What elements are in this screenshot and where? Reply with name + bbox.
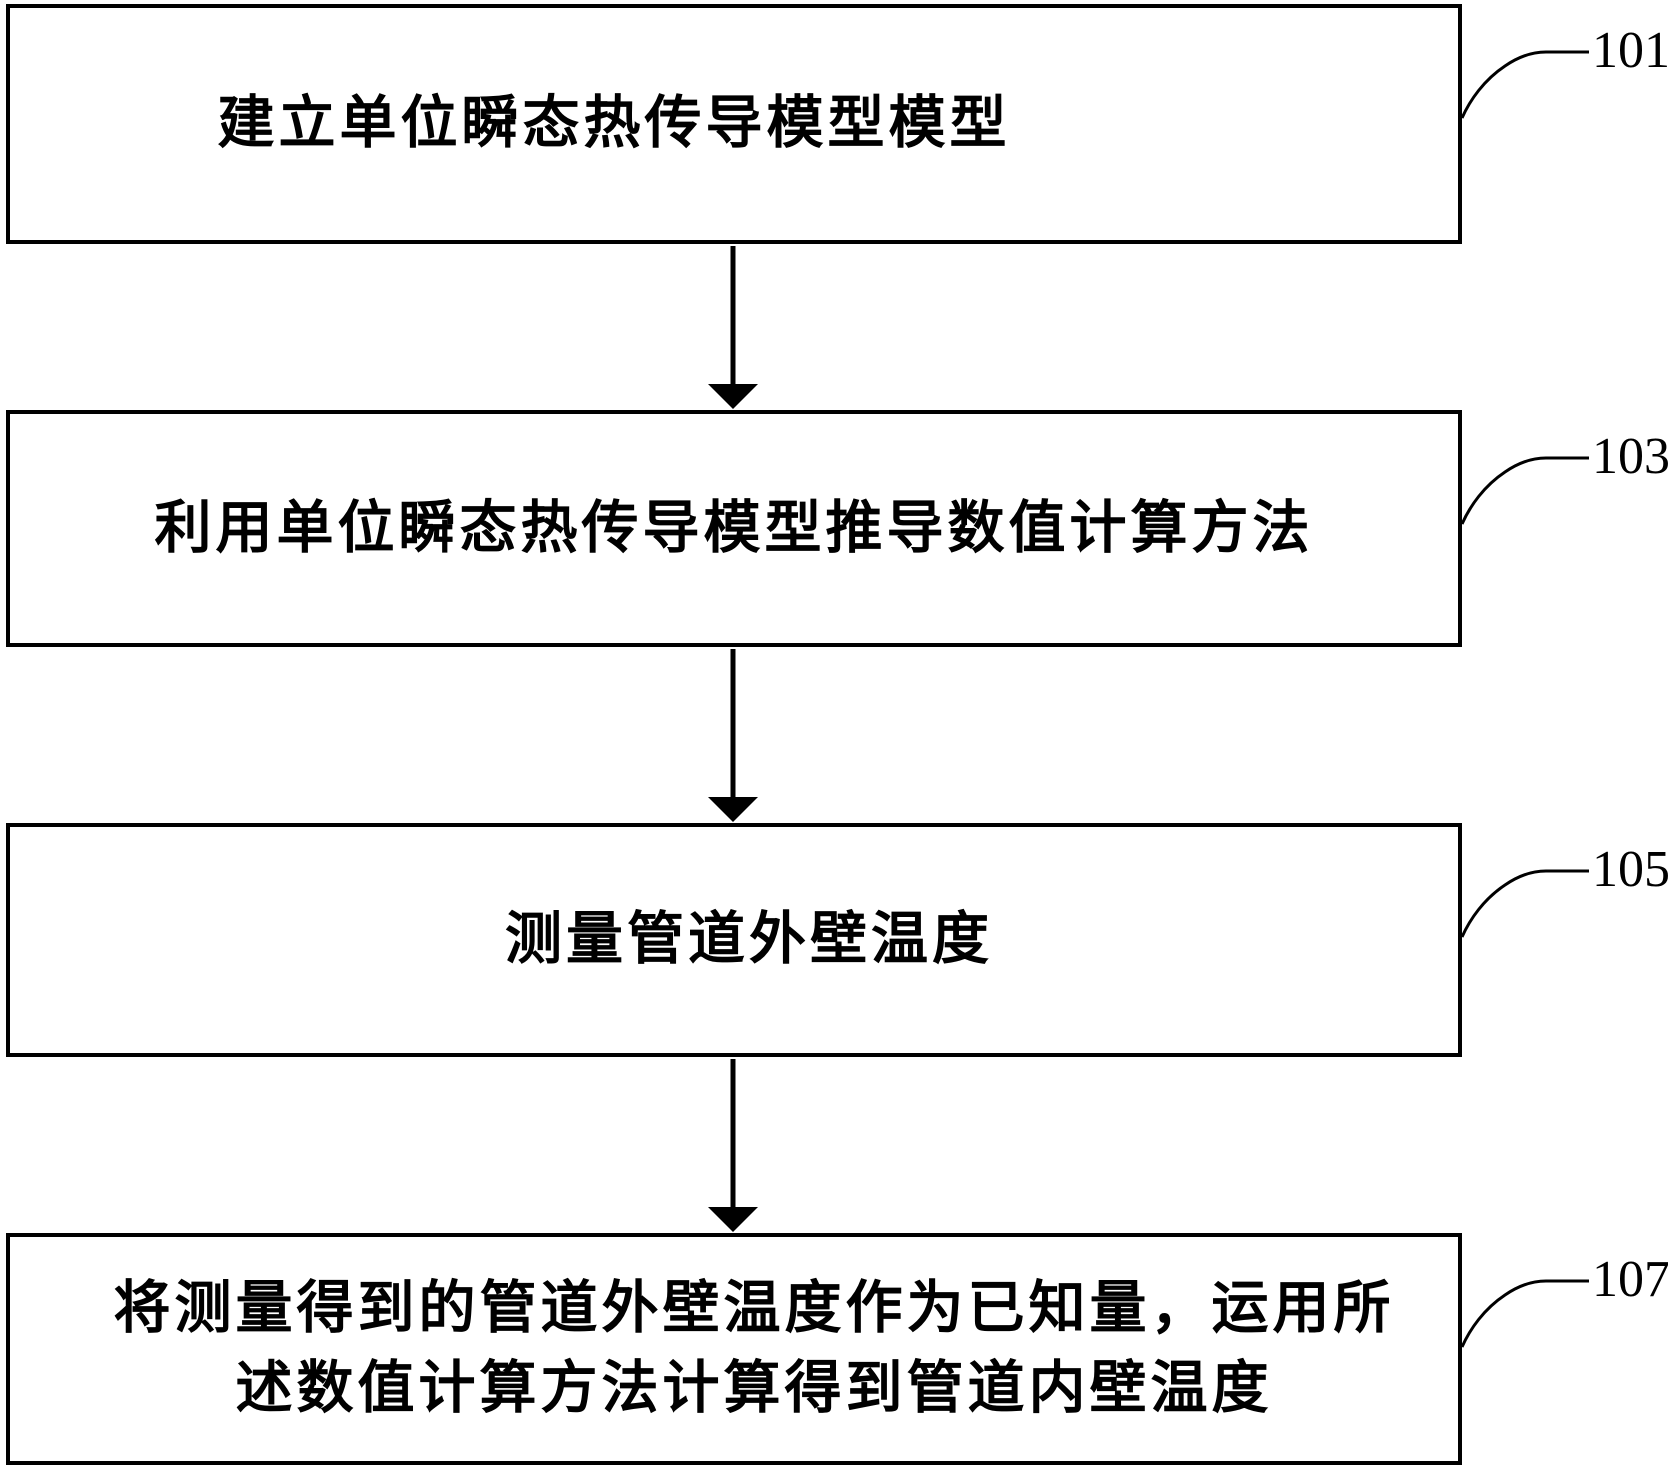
step-1-text: 建立单位瞬态热传导模型模型	[217, 92, 1011, 155]
step-2-ref-label: 103	[1592, 428, 1668, 485]
flow-arrow-1-head	[708, 384, 758, 409]
step-4-text-line-2: 述数值计算方法计算得到管道内壁温度	[235, 1357, 1273, 1420]
step-3-text: 测量管道外壁温度	[505, 908, 993, 971]
leader-line-101	[1460, 50, 1589, 119]
flow-step-box-3: 测量管道外壁温度	[6, 823, 1462, 1057]
step-3-ref-label: 105	[1592, 841, 1668, 898]
step-4-ref-label: 107	[1592, 1251, 1668, 1308]
step-1-ref-label: 101	[1592, 22, 1668, 79]
step-2-text: 利用单位瞬态热传导模型推导数值计算方法	[154, 496, 1314, 560]
flow-arrow-3	[708, 1059, 758, 1232]
step-4-text-line-1: 将测量得到的管道外壁温度作为已知量，运用所	[113, 1277, 1395, 1340]
leader-line-107	[1460, 1279, 1589, 1348]
flow-step-box-1: 建立单位瞬态热传导模型模型	[6, 4, 1462, 244]
flow-arrow-1	[708, 246, 758, 409]
flow-step-box-2: 利用单位瞬态热传导模型推导数值计算方法	[6, 410, 1462, 647]
flow-arrow-3-head	[708, 1207, 758, 1232]
leader-line-105	[1460, 869, 1589, 938]
flow-arrow-2-head	[708, 797, 758, 822]
flow-arrow-2	[708, 649, 758, 822]
flow-step-box-4: 将测量得到的管道外壁温度作为已知量，运用所 述数值计算方法计算得到管道内壁温度	[6, 1233, 1462, 1465]
leader-line-103	[1460, 456, 1589, 525]
